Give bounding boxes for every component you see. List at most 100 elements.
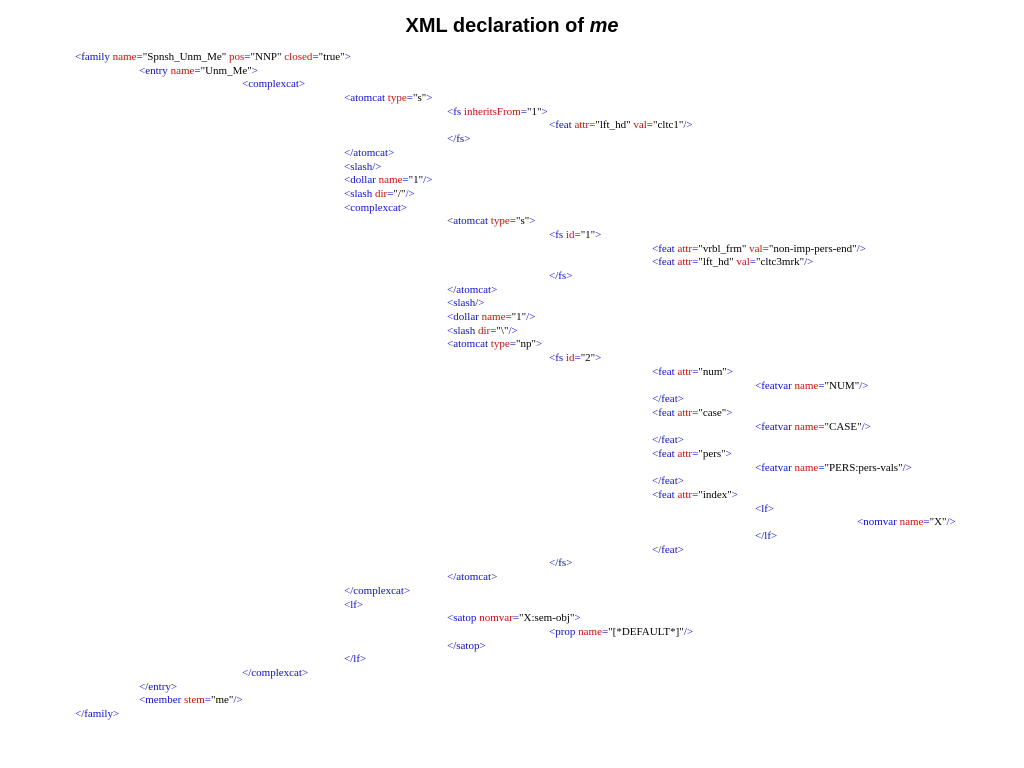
xml-line-content: </entry> bbox=[139, 681, 177, 695]
xml-token-tag: > bbox=[726, 406, 733, 419]
xml-token-tag: <atomcat bbox=[447, 215, 491, 228]
xml-line-content: <atomcat type="np"> bbox=[447, 338, 542, 352]
xml-token-tag: <feat bbox=[652, 489, 678, 501]
xml-token-tag: </feat> bbox=[652, 393, 684, 406]
xml-line-content: <nomvar name="X"/> bbox=[857, 516, 956, 530]
xml-token-tag: /> bbox=[946, 516, 956, 529]
xml-token-text: "X" bbox=[929, 516, 947, 529]
xml-line-content: </atomcat> bbox=[447, 284, 497, 298]
xml-line-content: </feat> bbox=[652, 393, 684, 407]
xml-token-tag: </fs> bbox=[549, 557, 573, 570]
xml-line: <nomvar name="X"/> bbox=[0, 516, 1024, 530]
xml-token-attr: pos bbox=[229, 51, 245, 63]
xml-token-tag: = bbox=[204, 694, 211, 707]
xml-token-tag: </entry> bbox=[139, 680, 178, 693]
xml-token-tag: = bbox=[312, 51, 319, 63]
xml-token-tag: = bbox=[574, 228, 581, 241]
xml-token-attr: attr bbox=[677, 256, 693, 269]
xml-line: <atomcat type="s"> bbox=[0, 215, 1024, 229]
xml-line: </fs> bbox=[0, 557, 1024, 571]
xml-token-tag: = bbox=[601, 625, 609, 638]
xml-token-tag: > bbox=[344, 51, 351, 63]
xml-token-tag: = bbox=[194, 64, 201, 77]
xml-token-text: "lft_hd" bbox=[698, 256, 737, 269]
xml-line: </complexcat> bbox=[0, 667, 1024, 681]
xml-token-tag: /> bbox=[861, 420, 871, 433]
xml-line: </feat> bbox=[0, 393, 1024, 407]
xml-token-attr: nomvar bbox=[479, 612, 513, 625]
xml-token-tag: <fs bbox=[447, 105, 464, 118]
xml-line: </entry> bbox=[0, 681, 1024, 695]
xml-line-content: <complexcat> bbox=[242, 78, 305, 92]
xml-token-tag: <feat bbox=[652, 447, 678, 460]
xml-line-content: <featvar name="CASE"/> bbox=[755, 421, 871, 435]
xml-token-text: "[*DEFAULT*]" bbox=[608, 625, 684, 638]
xml-token-tag: = bbox=[692, 447, 699, 460]
xml-line: <fs inheritsFrom="1"> bbox=[0, 106, 1024, 120]
xml-token-tag: = bbox=[490, 324, 497, 337]
xml-token-tag: = bbox=[692, 406, 699, 419]
xml-token-text: "vrbl_frm" bbox=[698, 242, 750, 255]
xml-token-tag: <featvar bbox=[755, 420, 795, 433]
xml-token-text: "true" bbox=[318, 51, 345, 63]
xml-token-text: "/" bbox=[393, 187, 406, 200]
xml-token-text: "lft_hd" bbox=[595, 119, 634, 132]
xml-token-tag: = bbox=[387, 187, 394, 200]
xml-line: <featvar name="NUM"/> bbox=[0, 380, 1024, 394]
xml-line-content: <fs id="1"> bbox=[549, 229, 601, 243]
xml-token-tag: <satop bbox=[447, 612, 480, 625]
xml-token-attr: type bbox=[490, 215, 510, 228]
xml-line-content: <dollar name="1"/> bbox=[344, 174, 432, 188]
xml-token-attr: attr bbox=[677, 406, 693, 419]
xml-token-tag: = bbox=[505, 311, 512, 324]
xml-token-tag: <member bbox=[139, 694, 184, 707]
xml-token-tag: <lf> bbox=[755, 502, 775, 515]
xml-token-attr: id bbox=[565, 228, 575, 241]
xml-line-content: <atomcat type="s"> bbox=[447, 215, 535, 229]
xml-token-tag: /> bbox=[233, 694, 243, 707]
xml-token-attr: name bbox=[794, 461, 819, 474]
xml-token-tag: <feat bbox=[652, 406, 678, 419]
xml-token-text: "PERS:pers-vals" bbox=[824, 461, 903, 474]
xml-token-tag: = bbox=[749, 256, 757, 269]
xml-token-tag: </lf> bbox=[755, 530, 778, 543]
xml-line: <complexcat> bbox=[0, 202, 1024, 216]
xml-token-tag: /> bbox=[804, 256, 814, 269]
slide-title-prefix: XML declaration of bbox=[405, 15, 590, 37]
xml-line: <slash dir="/"/> bbox=[0, 188, 1024, 202]
xml-token-attr: val bbox=[633, 119, 647, 132]
xml-token-tag: <nomvar bbox=[857, 516, 900, 529]
xml-token-text: "1" bbox=[511, 311, 527, 324]
xml-line: <family name="Spnsh_Unm_Me" pos="NNP" cl… bbox=[0, 51, 1024, 65]
xml-token-text: "s" bbox=[515, 215, 530, 228]
xml-line-content: <feat attr="num"> bbox=[652, 366, 733, 380]
xml-line-content: </feat> bbox=[652, 475, 684, 489]
xml-token-tag: > bbox=[541, 105, 548, 118]
xml-line-content: <featvar name="NUM"/> bbox=[755, 380, 868, 394]
xml-line: <atomcat type="s"> bbox=[0, 92, 1024, 106]
xml-line-content: <feat attr="pers"> bbox=[652, 448, 732, 462]
xml-line: </feat> bbox=[0, 475, 1024, 489]
xml-token-attr: name bbox=[794, 379, 819, 392]
xml-line-content: <feat attr="case"> bbox=[652, 407, 732, 421]
xml-token-tag: > bbox=[595, 228, 602, 241]
xml-line: <entry name="Unm_Me"> bbox=[0, 65, 1024, 79]
xml-line-content: </complexcat> bbox=[344, 585, 410, 599]
xml-token-tag: = bbox=[589, 119, 596, 132]
xml-token-tag: </family> bbox=[75, 708, 120, 720]
xml-line: <fs id="1"> bbox=[0, 229, 1024, 243]
xml-token-text: "Unm_Me" bbox=[200, 64, 252, 77]
xml-token-tag: <fs bbox=[549, 352, 566, 365]
xml-line: <atomcat type="np"> bbox=[0, 338, 1024, 352]
xml-token-tag: = bbox=[244, 51, 251, 63]
xml-line: <featvar name="CASE"/> bbox=[0, 421, 1024, 435]
xml-line: <featvar name="PERS:pers-vals"/> bbox=[0, 462, 1024, 476]
xml-line-content: </atomcat> bbox=[344, 147, 394, 161]
xml-token-text: "X:sem-obj" bbox=[519, 612, 575, 625]
xml-token-attr: dir bbox=[374, 187, 388, 200]
xml-line-content: <feat attr="vrbl_frm" val="non-imp-pers-… bbox=[652, 243, 866, 257]
xml-token-tag: = bbox=[509, 215, 516, 228]
xml-line-content: <slash/> bbox=[344, 161, 381, 175]
xml-token-tag: <feat bbox=[652, 242, 678, 255]
xml-line: </fs> bbox=[0, 133, 1024, 147]
